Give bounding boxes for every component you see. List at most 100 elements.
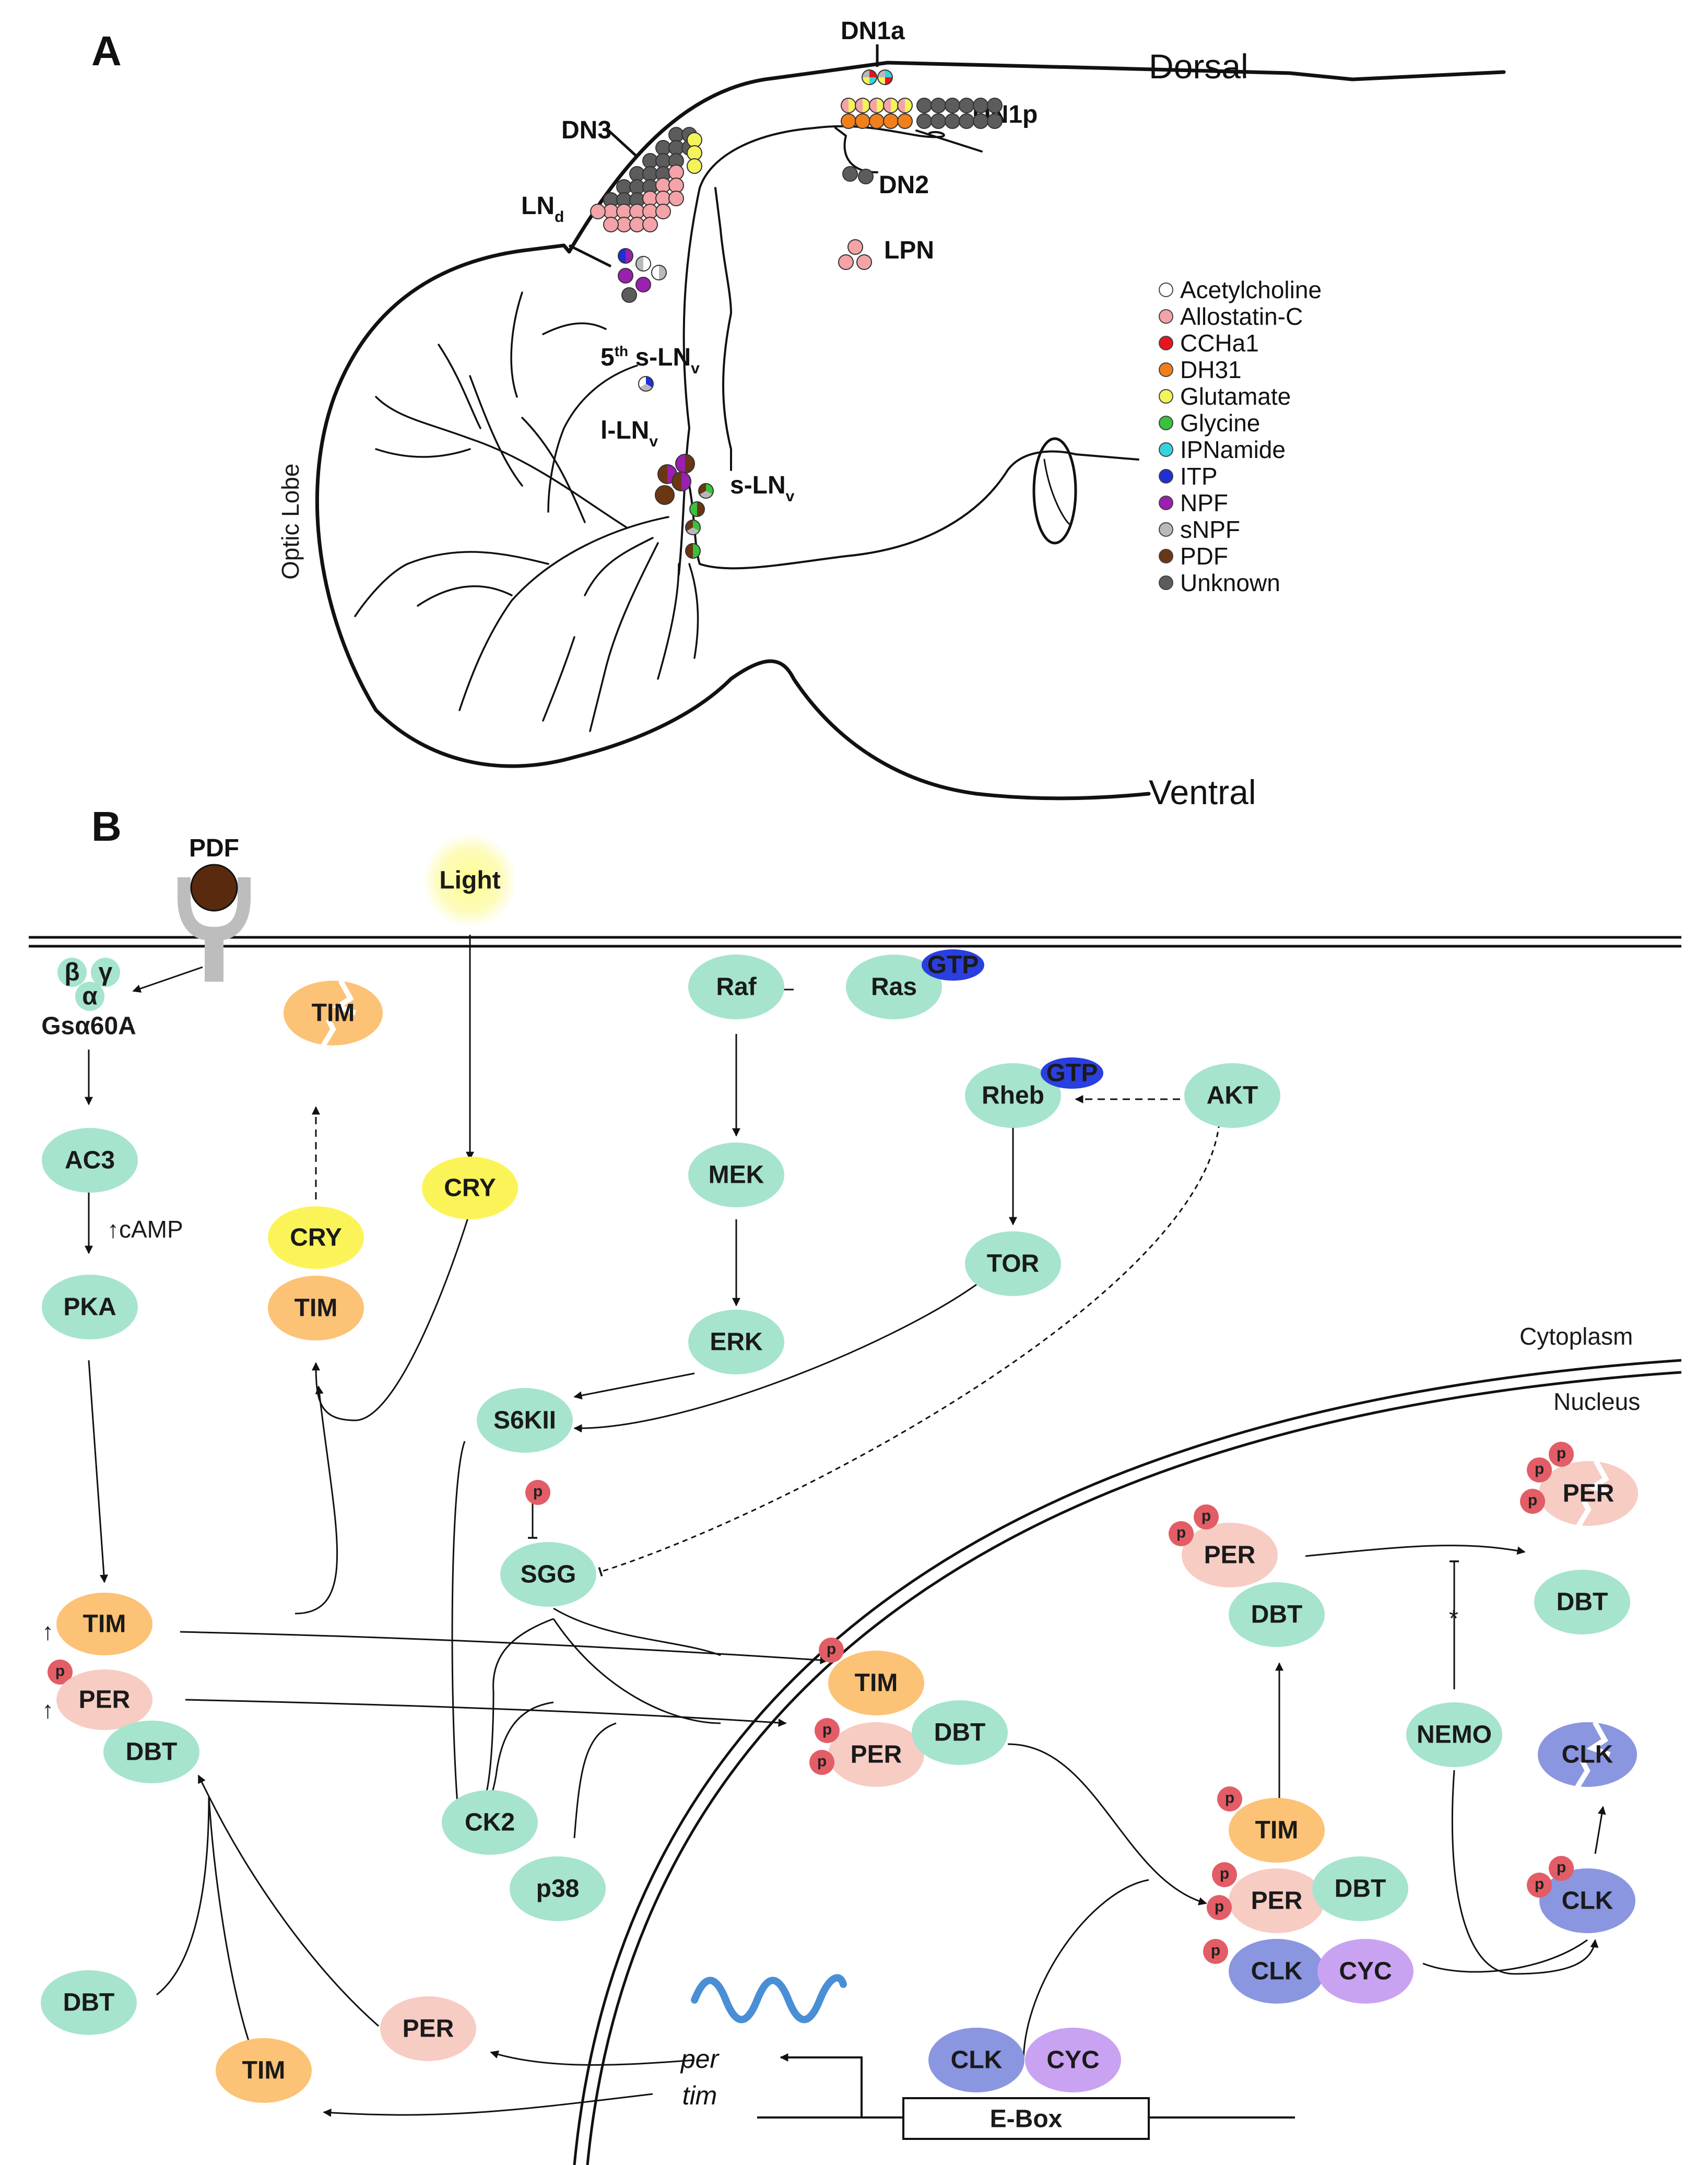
light-label: Light: [439, 867, 500, 895]
phospho-label: p: [1176, 1524, 1186, 1542]
tor-node-label: TOR: [987, 1250, 1039, 1278]
neuron-dot: [668, 191, 684, 206]
clk-dna-node: CLK: [928, 2028, 1024, 2092]
phospho-label: p: [822, 1721, 832, 1738]
per-cytoplasm-node-label: PER: [79, 1686, 131, 1714]
tim-complex-node-label: TIM: [855, 1669, 898, 1697]
tim-degraded-node-label: TIM: [312, 999, 355, 1027]
cry-bound-node-label: CRY: [290, 1224, 342, 1252]
per-up-arrow: ↑: [42, 1696, 54, 1723]
neuron-dot: [672, 472, 691, 491]
legend-swatch: [1159, 496, 1173, 510]
neuron-dot: [655, 140, 671, 156]
phospho-badge: p: [819, 1638, 844, 1663]
cyc-nuclear-node: CYC: [1317, 1939, 1413, 2004]
clk-degraded-node: CLK: [1538, 1721, 1637, 1789]
per-degraded-node-label: PER: [1563, 1480, 1615, 1508]
asterisk-label: *: [1449, 1605, 1458, 1632]
neuron-dot: [616, 179, 632, 195]
optic-lobe-label: Optic Lobe: [277, 464, 304, 580]
legend-item: Unknown: [1159, 569, 1280, 596]
per-phospho-node-label: PER: [1204, 1542, 1256, 1569]
tim-complex-node: TIM: [828, 1651, 924, 1715]
per-complex-node: PER: [828, 1722, 924, 1787]
legend-label: IPNamide: [1180, 436, 1286, 463]
legend-label: sNPF: [1180, 516, 1240, 543]
dbt-nuclear-node: DBT: [1312, 1856, 1408, 1921]
s6kii-node: S6KII: [477, 1388, 573, 1453]
neuron-dot: [869, 98, 885, 113]
neuron-dot: [842, 166, 858, 182]
erk-node-label: ERK: [710, 1328, 763, 1356]
legend-label: Glycine: [1180, 409, 1260, 437]
ras-gtp: GTP: [922, 949, 984, 981]
cry-bound-node: CRY: [268, 1206, 364, 1269]
neuron-dot: [655, 153, 671, 169]
neuron-dot: [689, 501, 705, 517]
tor-node: TOR: [965, 1231, 1061, 1296]
dbt-free-node-label: DBT: [1557, 1589, 1608, 1616]
neuron-dot: [687, 132, 702, 148]
cry-node: CRY: [422, 1157, 518, 1219]
lpn-label: LPN: [884, 237, 934, 264]
neuron-dots: [590, 69, 1003, 559]
phospho-label: p: [1535, 1461, 1544, 1478]
neuron-dot: [642, 217, 658, 232]
phospho-label: p: [1215, 1898, 1224, 1915]
tim-cytoplasm-node: TIM: [56, 1593, 152, 1655]
phospho-badge: p: [1520, 1489, 1545, 1514]
g-gamma-label: γ: [99, 959, 113, 986]
clk-nuclear-node-label: CLK: [1251, 1958, 1303, 1985]
neuron-dot: [668, 140, 684, 156]
neuron-dot: [687, 158, 702, 174]
legend-swatch: [1159, 362, 1173, 377]
phospho-label: p: [1211, 1942, 1220, 1959]
nucleus-label: Nucleus: [1553, 1388, 1640, 1415]
rheb-gtp-label: GTP: [1046, 1060, 1098, 1087]
dn2-label: DN2: [879, 171, 929, 199]
ac3-node-label: AC3: [65, 1147, 115, 1174]
sgg-node-label: SGG: [521, 1561, 576, 1589]
neuron-dot: [855, 98, 870, 113]
light-source: Light: [423, 833, 517, 927]
cry-node-label: CRY: [444, 1174, 496, 1202]
panel-a-label: A: [91, 28, 122, 74]
neurotransmitter-legend: AcetylcholineAllostatin-CCCHa1DH31Glutam…: [1159, 276, 1322, 596]
dbt-bottom-node: DBT: [41, 1970, 137, 2035]
rheb-node-label: Rheb: [982, 1082, 1044, 1110]
dbt-released-node-label: DBT: [1251, 1601, 1303, 1629]
clk-dna-node-label: CLK: [951, 2046, 1003, 2074]
neuron-dot: [657, 464, 677, 484]
per-nuclear-node: PER: [1229, 1868, 1325, 1933]
cell-membrane: [29, 936, 1681, 948]
neuron-dot: [655, 191, 671, 206]
pka-node: PKA: [42, 1275, 138, 1339]
dn3-label: DN3: [561, 116, 611, 144]
phospho-label: p: [827, 1641, 836, 1658]
camp-label: ↑cAMP: [107, 1216, 183, 1243]
neuron-dot: [618, 268, 633, 284]
phospho-badge: p: [1194, 1504, 1219, 1529]
rheb-gtp: GTP: [1041, 1057, 1103, 1089]
tim-nuclear-node-label: TIM: [1255, 1817, 1299, 1844]
phospho-badge: p: [1169, 1521, 1194, 1546]
neuron-dot: [883, 98, 899, 113]
legend-label: Glutamate: [1180, 383, 1291, 410]
pdf-ligand-label: PDF: [189, 834, 239, 862]
phospho-badge: p: [809, 1750, 834, 1775]
legend-item: Glycine: [1159, 409, 1260, 437]
legend-item: DH31: [1159, 356, 1242, 383]
neuron-dot: [945, 113, 960, 129]
gsa60a-label: Gsα60A: [41, 1013, 136, 1040]
phospho-label: p: [1220, 1865, 1229, 1882]
neuron-dot: [655, 204, 671, 219]
tim-cry-node: TIM: [268, 1276, 364, 1340]
phospho-badge: p: [1549, 1856, 1574, 1881]
legend-item: sNPF: [1159, 516, 1240, 543]
neuron-dot: [642, 191, 658, 206]
neuron-dot: [930, 98, 946, 113]
neuron-dot: [973, 113, 988, 129]
ras-node-label: Ras: [871, 973, 917, 1001]
p38-node-label: p38: [536, 1875, 580, 1903]
per-cytoplasm-node: PER: [56, 1669, 152, 1730]
